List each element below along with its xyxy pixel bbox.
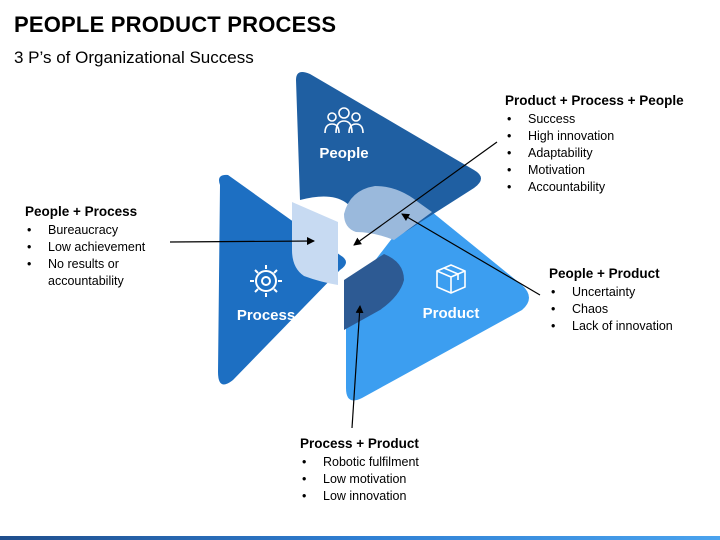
overlap-people-process (292, 202, 338, 285)
box-icon (436, 264, 466, 294)
callout-heading: Process + Product (300, 436, 419, 451)
bottom-accent-bar (0, 536, 720, 540)
callout-heading: People + Process (25, 204, 138, 219)
list-item: Lack of innovation (549, 318, 714, 335)
list-item: Adaptability (505, 145, 715, 162)
gear-icon (250, 265, 282, 297)
list-item: Bureaucracy (25, 222, 175, 239)
list-item: Low achievement (25, 239, 175, 256)
list-item: Uncertainty (549, 284, 714, 301)
people-group-icon (324, 107, 364, 134)
callout-people-product: People + Product Uncertainty Chaos Lack … (549, 265, 714, 335)
connector-process-product (351, 305, 364, 429)
list-item: Success (505, 111, 715, 128)
page-title: PEOPLE PRODUCT PROCESS (14, 12, 337, 37)
list-item: High innovation (505, 128, 715, 145)
connector-people-process (169, 237, 315, 246)
list-item: Low motivation (300, 471, 470, 488)
list-item: Motivation (505, 162, 715, 179)
callout-people-process: People + Process Bureaucracy Low achieve… (25, 203, 175, 290)
page-subtitle: 3 P’s of Organizational Success (14, 48, 254, 67)
process-segment (218, 174, 346, 385)
connector-people-product (401, 213, 541, 296)
product-label: Product (423, 305, 480, 322)
list-item: Robotic fulfilment (300, 454, 470, 471)
callout-heading: Product + Process + People (505, 93, 684, 108)
people-segment (296, 72, 481, 235)
people-label: People (319, 145, 368, 162)
list-item: Low innovation (300, 488, 470, 505)
callout-heading: People + Product (549, 266, 660, 281)
overlap-people-product (344, 186, 432, 240)
product-segment (346, 209, 529, 401)
process-label: Process (237, 307, 295, 324)
list-item: Accountability (505, 179, 715, 196)
list-item: No results or accountability (25, 256, 175, 290)
callout-process-product: Process + Product Robotic fulfilment Low… (300, 435, 470, 505)
callout-all-three: Product + Process + People Success High … (505, 92, 715, 196)
list-item: Chaos (549, 301, 714, 318)
connector-all-three (353, 141, 498, 246)
